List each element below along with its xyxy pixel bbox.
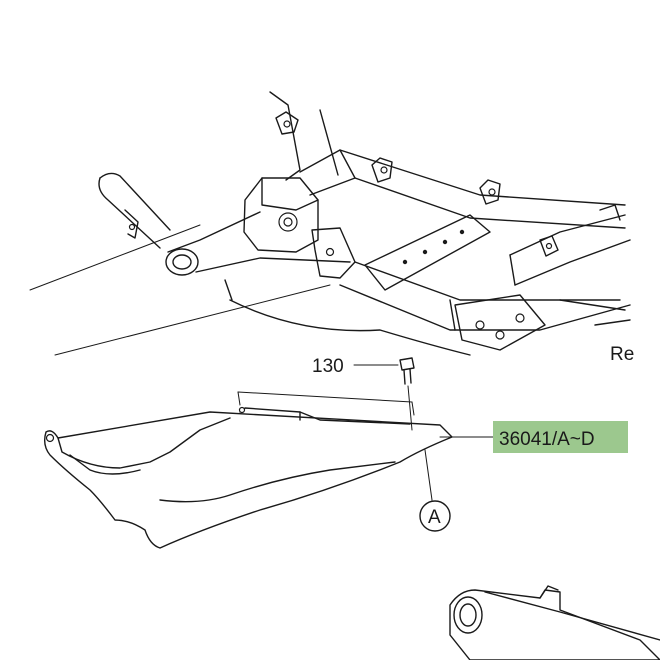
frame-assembly: Re bbox=[29, 91, 634, 365]
bolt-ref-label: 130 bbox=[312, 356, 344, 377]
bolt-130: 130 bbox=[312, 356, 415, 431]
side-cover-part: A bbox=[43, 391, 496, 549]
edge-label: Re bbox=[610, 344, 634, 365]
part-number-highlight bbox=[493, 421, 628, 453]
view-marker-label: A bbox=[428, 507, 441, 528]
part-number-label: 36041/A~D bbox=[499, 429, 595, 450]
lower-right-part bbox=[449, 585, 660, 660]
part-number-callout[interactable]: 36041/A~D bbox=[493, 421, 628, 453]
